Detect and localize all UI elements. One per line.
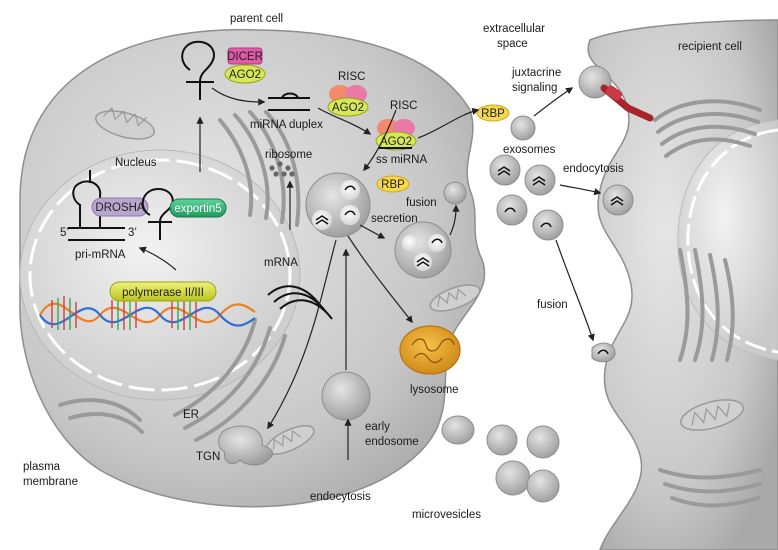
mrna-strands xyxy=(267,285,333,320)
recipient-cell-label: recipient cell xyxy=(678,41,742,53)
endocytosis-vesicle xyxy=(602,184,634,216)
er-label: ER xyxy=(183,409,199,421)
ago2-label-2: AGO2 xyxy=(332,102,364,114)
fusion-vesicle-recipient xyxy=(591,342,616,363)
early-endosome-label-2: endosome xyxy=(365,436,419,448)
parent-mitochondrion-top xyxy=(95,106,155,140)
early-endosome-label-1: early xyxy=(365,421,390,433)
mirna-duplex-label: miRNA duplex xyxy=(250,119,323,131)
ribosome-label: ribosome xyxy=(265,149,312,161)
rbp-label-1: RBP xyxy=(381,179,405,191)
fusion-label-2: fusion xyxy=(537,299,568,311)
rbp-2: RBP xyxy=(476,104,510,122)
plasma-membrane-label-2: membrane xyxy=(23,476,78,488)
polymerase-complex: polymerase II/III xyxy=(109,281,217,302)
exosome-1 xyxy=(489,154,521,186)
dna-helix xyxy=(39,296,256,330)
exosome-4 xyxy=(532,209,564,241)
juxtacrine-label-2: signaling xyxy=(512,82,557,94)
pathway-arrows xyxy=(138,87,602,460)
parent-cell-label: parent cell xyxy=(230,13,283,25)
parent-er xyxy=(173,318,287,442)
ago2-label-1: AGO2 xyxy=(229,69,261,81)
risc-complex-1: AGO2 xyxy=(327,85,369,117)
recipient-er-lower xyxy=(658,468,762,508)
plasma-membrane-label-1: plasma xyxy=(23,461,61,473)
parent-nucleus xyxy=(19,149,301,401)
pre-mirna-hairpin xyxy=(141,188,174,240)
cytoplasm-pre-mirna xyxy=(181,40,215,100)
nucleus-label: Nucleus xyxy=(115,157,157,169)
exosomes-label: exosomes xyxy=(503,144,556,156)
recipient-mitochondrion xyxy=(680,399,744,431)
mirna-duplex xyxy=(268,92,310,111)
rbp-label-2: RBP xyxy=(481,108,505,120)
exosome-2 xyxy=(524,164,556,196)
juxtacrine-label-1: juxtacrine xyxy=(511,67,561,79)
pri-mrna-label: pri-mRNA xyxy=(75,249,126,261)
risc-complex-2: AGO2 xyxy=(375,119,417,151)
extracellular-space-label-1: extracellular xyxy=(483,23,545,35)
pri-mrna-hairpin xyxy=(68,170,125,241)
drosha-label: DROSHA xyxy=(95,202,145,214)
tgn-label: TGN xyxy=(196,451,220,463)
ss-mirna-label: ss miRNA xyxy=(376,154,427,166)
exosome-3 xyxy=(496,194,528,226)
microvesicles xyxy=(441,415,560,503)
drosha: DROSHA xyxy=(91,197,149,217)
five-prime-label: 5’ xyxy=(60,227,69,239)
exportin5-label: exportin5 xyxy=(174,203,221,215)
early-endosome xyxy=(321,371,371,421)
secretion-label: secretion xyxy=(371,213,418,225)
risc-label-1: RISC xyxy=(338,71,365,83)
multivesicular-body xyxy=(305,172,371,238)
parent-mitochondrion-right xyxy=(429,284,481,312)
exosome-juxtacrine xyxy=(510,115,536,141)
dicer-label: DICER xyxy=(227,51,263,63)
rbp-1: RBP xyxy=(376,175,410,193)
endocytosis-label-1: endocytosis xyxy=(563,163,624,175)
extracellular-space-label-2: space xyxy=(497,38,528,50)
dicer-ago2-complex: DICER AGO2 xyxy=(224,47,266,84)
lysosome-label: lysosome xyxy=(410,384,459,396)
lysosome xyxy=(399,325,461,375)
polymerase-label: polymerase II/III xyxy=(122,287,204,299)
recipient-er xyxy=(678,248,735,362)
ribosome-cluster xyxy=(269,161,295,177)
microvesicles-label: microvesicles xyxy=(412,509,481,521)
tgn xyxy=(218,425,274,466)
mrna-label: mRNA xyxy=(264,257,298,269)
mvb-secretion xyxy=(394,221,452,279)
juxtacrine-receptor xyxy=(578,65,654,122)
recipient-golgi xyxy=(653,99,762,158)
fusion-bud xyxy=(443,181,467,205)
three-prime-label: 3’ xyxy=(128,227,137,239)
fusion-label-1: fusion xyxy=(406,197,437,209)
exportin5: exportin5 xyxy=(169,198,227,218)
risc-label-2: RISC xyxy=(390,100,417,112)
endocytosis-label-2: endocytosis xyxy=(310,491,371,503)
parent-er-left xyxy=(58,398,144,434)
ago2-label-3: AGO2 xyxy=(380,136,412,148)
